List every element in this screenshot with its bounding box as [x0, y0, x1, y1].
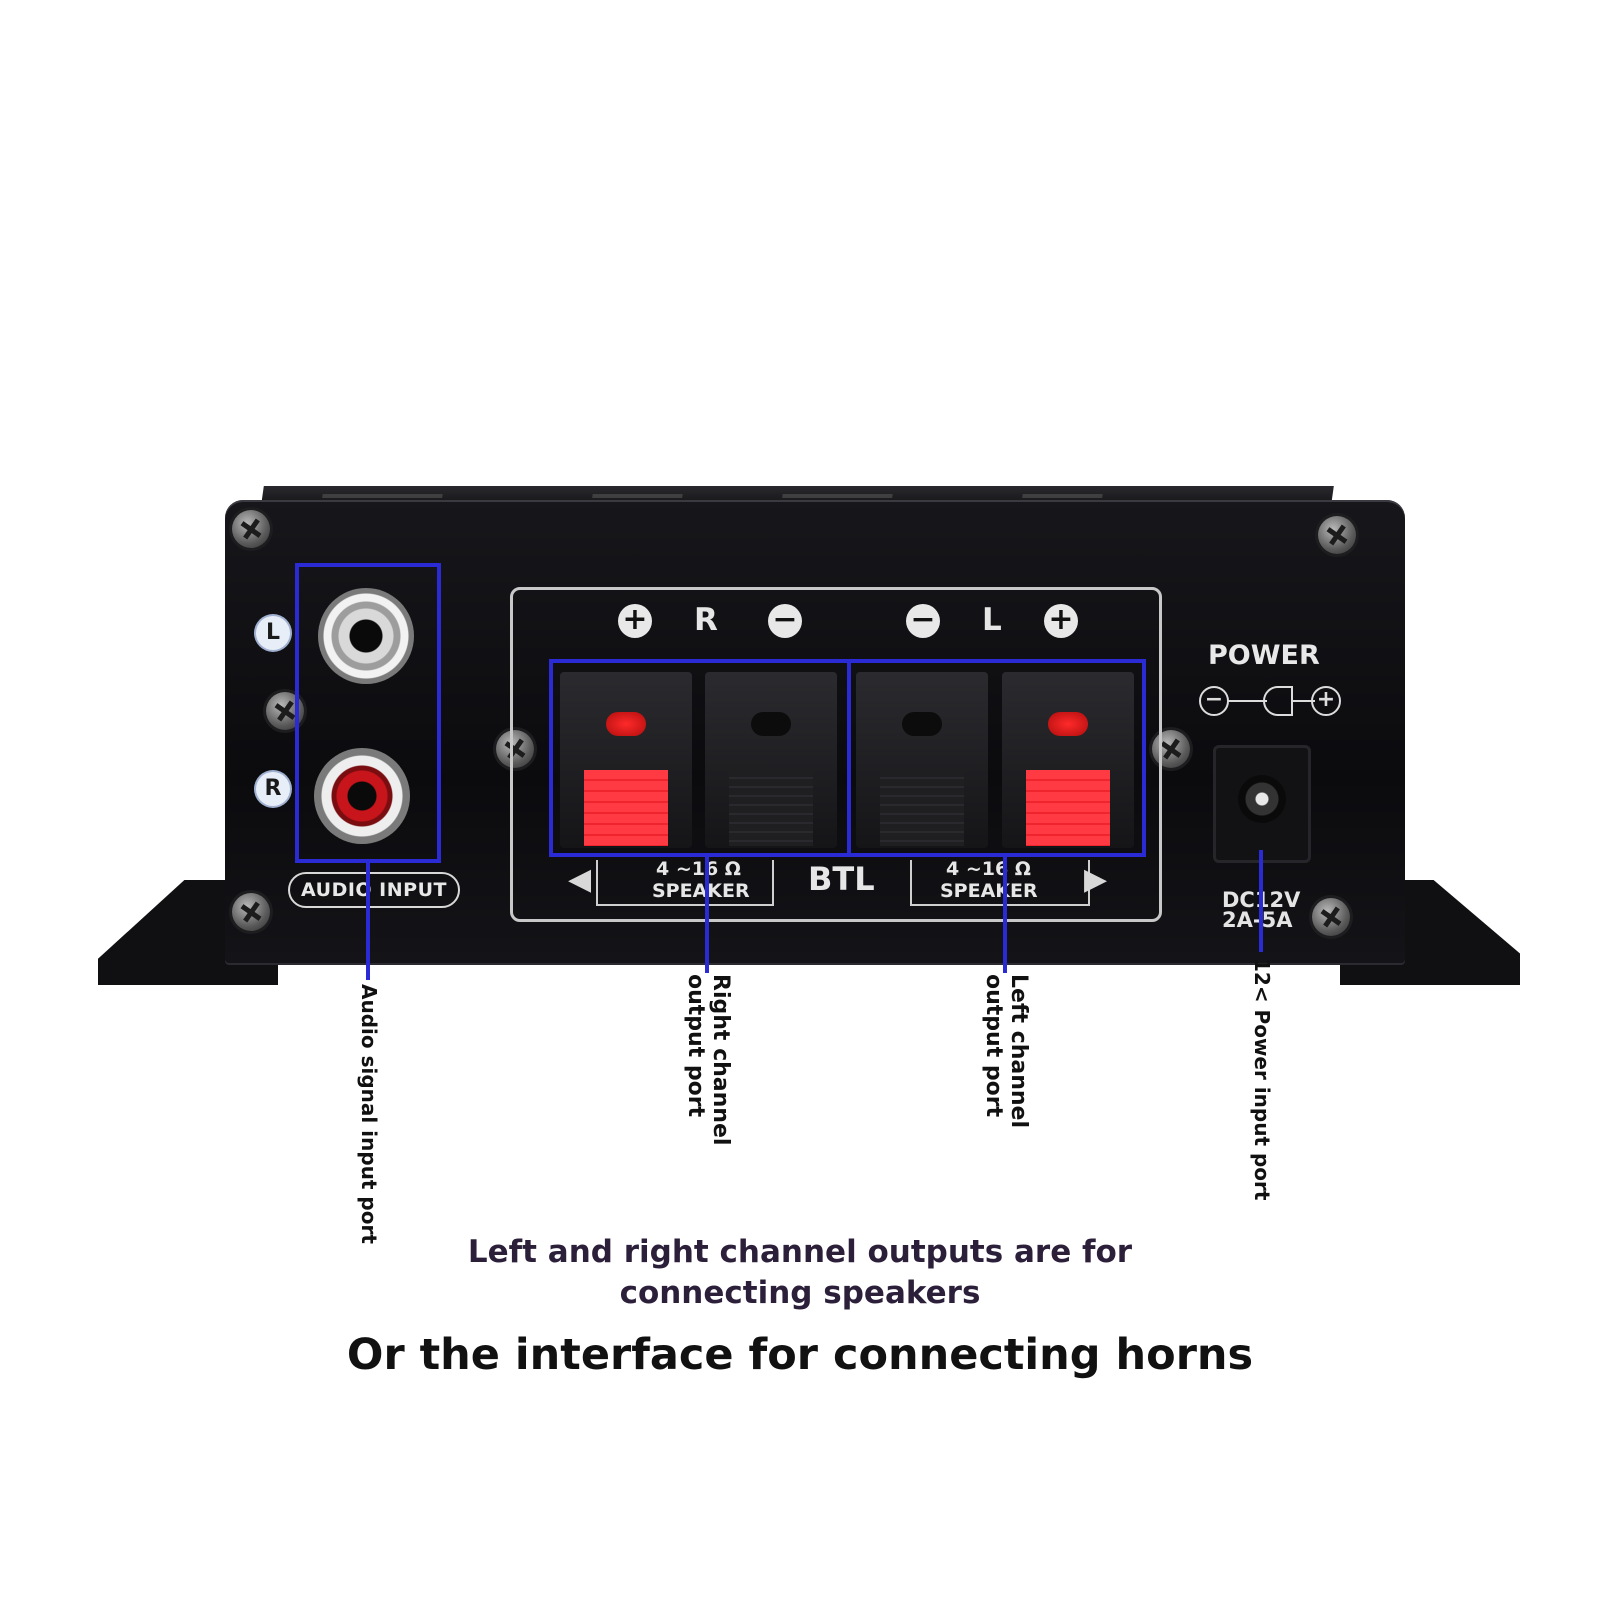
power-label: POWER: [1208, 640, 1320, 671]
left-channel-marker: L: [256, 616, 290, 650]
left-negative-terminal[interactable]: [856, 672, 988, 848]
screw-icon: [232, 893, 270, 931]
btl-label: BTL: [808, 860, 875, 898]
audio-input-label: AUDIO INPUT: [288, 872, 460, 908]
speaker-icon: ◀: [568, 862, 592, 897]
left-output-leader-line: [1003, 855, 1007, 973]
audio-input-annotation: Audio signal input port: [357, 984, 381, 1244]
screw-icon: [1152, 730, 1190, 768]
polarity-diagram: − +: [1199, 683, 1341, 717]
right-output-highlight: [549, 659, 851, 857]
rca-jack-right[interactable]: [314, 748, 410, 844]
caption-line-2: connecting speakers: [619, 1275, 981, 1311]
right-output-annotation: Right channel output port: [683, 974, 733, 1146]
right-output-leader-line: [705, 855, 709, 973]
power-input-leader-line: [1259, 850, 1263, 952]
left-impedance-label: 4 ~16 Ω: [946, 858, 1031, 880]
power-input-annotation: 12< Power input port: [1250, 958, 1274, 1201]
plus-icon: +: [1311, 686, 1341, 716]
right-channel-heading: R: [694, 602, 718, 638]
audio-input-highlight: [295, 563, 441, 863]
caption-horns: Or the interface for connecting horns: [346, 1330, 1254, 1380]
caption-line-1: Left and right channel outputs are for: [467, 1234, 1133, 1270]
plus-icon: +: [618, 604, 652, 638]
right-speaker-box: [596, 860, 774, 906]
speaker-icon: ▶: [1084, 862, 1108, 897]
left-output-highlight: [847, 659, 1146, 857]
minus-icon: −: [768, 604, 802, 638]
center-pin-icon: [1263, 686, 1293, 716]
left-channel-heading: L: [982, 602, 1002, 638]
minus-icon: −: [906, 604, 940, 638]
minus-icon: −: [1199, 686, 1229, 716]
terminal-lever[interactable]: [584, 770, 668, 846]
rca-jack-left[interactable]: [318, 588, 414, 684]
terminal-hole: [751, 712, 791, 736]
left-speaker-label: SPEAKER: [940, 880, 1038, 902]
terminal-lever[interactable]: [880, 770, 964, 846]
screw-icon: [232, 510, 270, 548]
right-channel-marker: R: [256, 772, 290, 806]
audio-input-leader-line: [366, 862, 370, 980]
left-positive-terminal[interactable]: [1002, 672, 1134, 848]
plus-icon: +: [1044, 604, 1078, 638]
terminal-lever[interactable]: [1026, 770, 1110, 846]
left-output-annotation: Left channel output port: [981, 974, 1031, 1129]
right-positive-terminal[interactable]: [560, 672, 692, 848]
speaker-terminal-panel: [510, 587, 1162, 922]
dc-power-jack[interactable]: [1213, 745, 1311, 863]
caption-speakers: Left and right channel outputs are for c…: [0, 1232, 1600, 1314]
dc-current-label: 2A-5A: [1222, 908, 1293, 932]
screw-icon: [496, 730, 534, 768]
right-negative-terminal[interactable]: [705, 672, 837, 848]
screw-icon: [1318, 516, 1356, 554]
terminal-lever[interactable]: [729, 770, 813, 846]
screw-icon: [1312, 898, 1350, 936]
polarity-line: [1227, 700, 1267, 702]
terminal-hole: [606, 712, 646, 736]
right-speaker-label: SPEAKER: [652, 880, 750, 902]
polarity-line: [1291, 700, 1315, 702]
right-impedance-label: 4 ~16 Ω: [656, 858, 741, 880]
terminal-hole: [1048, 712, 1088, 736]
left-speaker-box: [910, 860, 1090, 906]
terminal-hole: [902, 712, 942, 736]
